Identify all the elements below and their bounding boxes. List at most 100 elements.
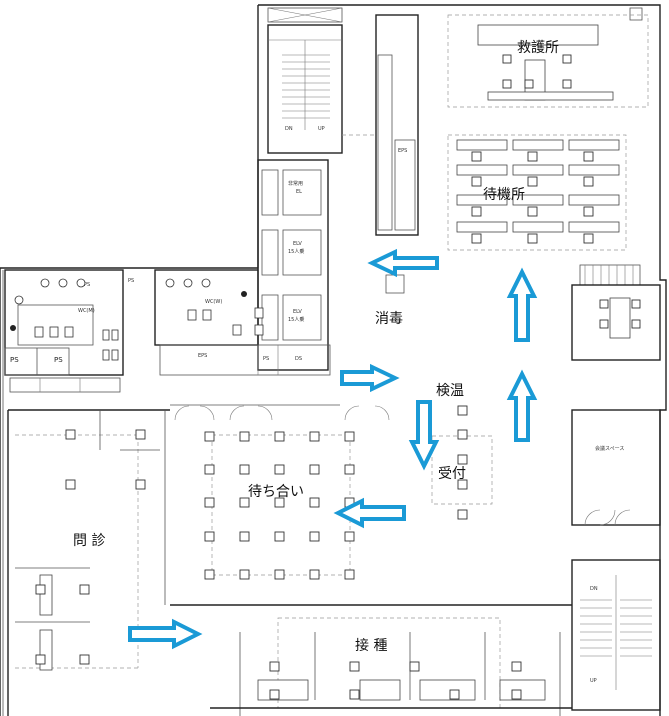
waiting-chair [239, 464, 250, 475]
arrow-up-lower [506, 369, 538, 442]
vaccination-chair [269, 689, 280, 700]
ds-label: DS [295, 356, 302, 362]
waiting-chair [204, 569, 215, 580]
station-chair [583, 151, 594, 162]
waiting-chair [309, 531, 320, 542]
waiting-chair [274, 569, 285, 580]
stair-dn-label-1: DN [285, 126, 293, 132]
station-chair [583, 176, 594, 187]
interview-chair [135, 429, 146, 440]
outer-walls [0, 4, 667, 716]
interview-chair [79, 654, 90, 665]
ps-label-2: PS [128, 278, 134, 284]
interview-chair [35, 584, 46, 595]
arrow-to-temperature [340, 363, 400, 393]
station-chair [471, 206, 482, 217]
station-chair [583, 233, 594, 244]
waiting-chair [309, 569, 320, 580]
station-desk [456, 139, 508, 151]
reception-chair [457, 429, 468, 440]
waiting-chair [204, 531, 215, 542]
arrow-to-reception [408, 400, 440, 471]
waiting-chair [309, 431, 320, 442]
meeting-space-label: 会議スペース [595, 445, 624, 452]
arrow-up-upper [506, 267, 538, 342]
label-interview: 問 診 [73, 533, 105, 549]
waiting-chair [239, 569, 250, 580]
waiting-chair [309, 464, 320, 475]
station-desk [512, 194, 564, 206]
arrow-to-waiting [333, 497, 406, 529]
waiting-chair [274, 431, 285, 442]
ps-label-4: PS [54, 356, 63, 364]
eps-label-2: EPS [198, 353, 207, 359]
waiting-chair [239, 531, 250, 542]
station-desk [568, 194, 620, 206]
ps-label-1: PS [84, 282, 90, 288]
interview-chair [135, 479, 146, 490]
reception-chair [457, 454, 468, 465]
vaccination-chair [349, 661, 360, 672]
station-chair [583, 206, 594, 217]
toilet-block: WC(M) WC(W) PS PS PS PS EPS [4, 269, 331, 393]
stair-dn-label-2: DN [590, 586, 598, 592]
arrow-to-disinfection [367, 248, 439, 278]
vaccination-chair [511, 661, 522, 672]
waiting-chair [274, 531, 285, 542]
station-desk [568, 164, 620, 176]
label-reception: 受付 [438, 466, 466, 482]
station-desk [456, 221, 508, 233]
station-chair [471, 176, 482, 187]
wc-w-label: WC(W) [205, 299, 222, 305]
waiting-chair [204, 431, 215, 442]
arrow-to-vaccination [128, 618, 203, 650]
stair-up-label-1: UP [318, 126, 325, 132]
waiting-chair [344, 464, 355, 475]
waiting-chair [204, 464, 215, 475]
waiting-chair [239, 497, 250, 508]
vaccination-chair [511, 689, 522, 700]
vaccination-chair [269, 661, 280, 672]
station-desk [512, 139, 564, 151]
vaccination-chair [349, 689, 360, 700]
label-waiting-area: 待ち合い [248, 484, 304, 500]
label-vaccination: 接 種 [355, 637, 387, 654]
reception-chair [457, 509, 468, 520]
interview-chair [65, 429, 76, 440]
waiting-chair [274, 464, 285, 475]
chairs-layer [35, 139, 620, 700]
waiting-chair [344, 431, 355, 442]
ps-label-3: PS [10, 356, 19, 364]
waiting-chair [239, 431, 250, 442]
waiting-area-walls [8, 404, 572, 671]
stair-core-top: DN UP [267, 7, 343, 154]
label-rescue: 救護所 [517, 40, 559, 56]
ps-label-5: PS [263, 356, 269, 362]
vaccination-chair [409, 661, 420, 672]
label-waiting-station: 待機所 [483, 187, 525, 203]
eps-label-1: EPS [398, 148, 407, 154]
rescue-room [447, 14, 649, 108]
waiting-chair [204, 497, 215, 508]
interview-chair [35, 654, 46, 665]
station-desk [568, 139, 620, 151]
waiting-chair [344, 531, 355, 542]
station-chair [527, 233, 538, 244]
station-desk [456, 164, 508, 176]
right-side-features: 会議スペース DN UP [571, 264, 661, 711]
station-chair [527, 206, 538, 217]
waiting-station-room [447, 134, 627, 251]
reception-chair [457, 405, 468, 416]
station-desk [568, 221, 620, 233]
station-desk [512, 221, 564, 233]
waiting-chair [344, 569, 355, 580]
label-disinfection: 消毒 [375, 311, 403, 327]
reception-chair [457, 479, 468, 490]
interview-chair [65, 479, 76, 490]
station-chair [471, 151, 482, 162]
